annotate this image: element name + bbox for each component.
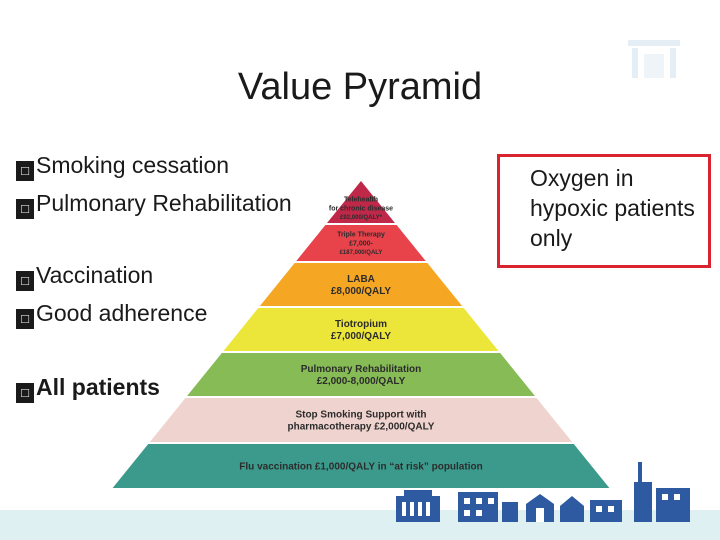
pyramid-tier-label: Telehealth xyxy=(344,196,378,203)
pyramid-tier-label: £7,000/QALY xyxy=(331,331,392,342)
pyramid-tier-label: £7,000- xyxy=(349,240,373,247)
pyramid-tier-label: pharmacotherapy £2,000/QALY xyxy=(288,422,435,433)
pyramid-tier-label: £2,000-8,000/QALY xyxy=(317,376,406,387)
pyramid-tiers: Telehealth for chronic disease £92,000/QAL… xyxy=(113,181,610,488)
pyramid-tier-label: £187,000/QALY xyxy=(340,250,383,256)
pyramid-tier-label: Pulmonary Rehabilitation xyxy=(301,364,422,375)
pyramid-tier-label: Stop Smoking Support with xyxy=(295,410,426,421)
city-skyline-icon xyxy=(376,452,706,524)
pyramid-tier-label: for chronic disease xyxy=(329,205,393,212)
pyramid-tier-label: £92,000/QALY* xyxy=(340,215,382,221)
pyramid-tier-label: Triple Therapy xyxy=(337,231,385,238)
pyramid-tier-label: Tiotropium xyxy=(335,319,387,330)
building-logo-icon xyxy=(622,30,686,86)
pyramid-tier-label: LABA xyxy=(347,274,375,285)
pyramid-tier-label: £8,000/QALY xyxy=(331,286,392,297)
